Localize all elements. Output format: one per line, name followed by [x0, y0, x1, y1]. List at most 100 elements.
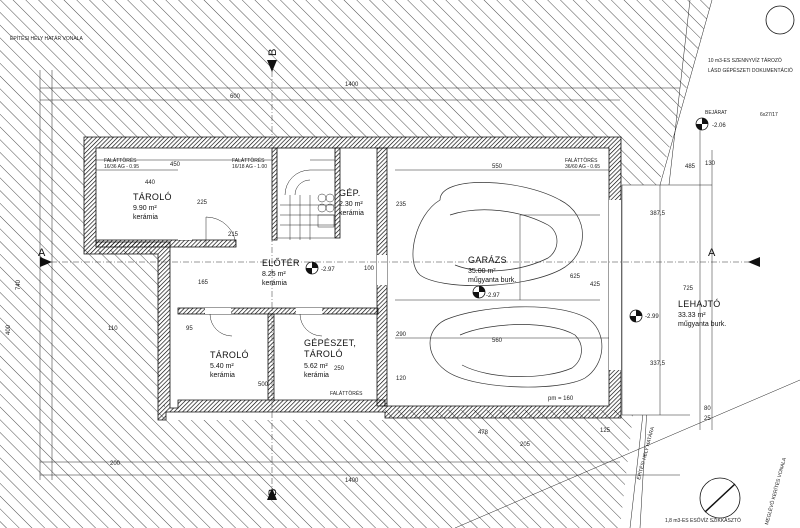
- tank-top-label-2: LÁSD GÉPÉSZETI DOKUMENTÁCIÓ: [708, 67, 793, 74]
- tank-icons: [699, 5, 795, 519]
- svg-text:kerámia: kerámia: [339, 210, 364, 217]
- svg-text:GARÁZS: GARÁZS: [468, 255, 507, 265]
- dim-225: 225: [197, 200, 208, 206]
- svg-text:-2.97: -2.97: [321, 267, 335, 273]
- svg-text:GÉPÉSZET,: GÉPÉSZET,: [304, 338, 356, 348]
- dim-290: 290: [396, 332, 407, 338]
- wall-h-lower: [177, 307, 379, 315]
- svg-text:műgyanta burk.: műgyanta burk.: [468, 277, 516, 284]
- opening-label-3: FALÁTTÖRÉS: [565, 157, 598, 164]
- wall-h-storage: [95, 239, 237, 248]
- dim-1400-top: 1400: [345, 82, 359, 88]
- svg-text:TÁROLÓ: TÁROLÓ: [304, 349, 343, 359]
- dim-215: 215: [228, 232, 239, 238]
- svg-text:LEHAJTÓ: LEHAJTÓ: [678, 299, 721, 309]
- svg-text:TÁROLÓ: TÁROLÓ: [133, 192, 172, 202]
- dim-25: 25: [704, 416, 711, 422]
- pm-label: pm = 160: [548, 396, 574, 402]
- svg-text:GÉP.: GÉP.: [339, 188, 361, 198]
- dim-387: 387,5: [650, 211, 666, 217]
- wall-v-stair: [271, 147, 278, 241]
- svg-text:33.33 m²: 33.33 m²: [678, 312, 706, 319]
- dim-740: 740: [16, 279, 22, 290]
- section-a-right: A: [708, 247, 716, 259]
- svg-text:9.90 m²: 9.90 m²: [133, 205, 157, 212]
- dim-625: 625: [570, 274, 581, 280]
- tank-bottom-label: 1,8 m3-ES ESŐVÍZ SZIKKASZTÓ: [665, 517, 741, 524]
- room-machine: GÉP. 2.30 m² kerámia: [339, 188, 364, 217]
- section-b-bottom: B: [267, 489, 279, 496]
- dim-130: 130: [705, 161, 716, 167]
- ramp-area: [620, 185, 670, 415]
- svg-text:-2.97: -2.97: [486, 293, 500, 299]
- building-footprint: [85, 138, 620, 420]
- parcel-label: 6x27/17: [760, 112, 778, 118]
- dim-485: 485: [685, 164, 696, 170]
- dim-120: 120: [396, 376, 407, 382]
- ramp-lines: [621, 184, 712, 416]
- dim-560: 560: [492, 338, 503, 344]
- room-hall: ELŐTÉR 8.25 m² kerámia -2.97: [262, 258, 335, 287]
- svg-text:kerámia: kerámia: [304, 372, 329, 379]
- dim-478: 478: [478, 430, 489, 436]
- access-road: [640, 0, 800, 528]
- entrance-level: -2.06: [712, 123, 726, 129]
- dim-440: 440: [145, 180, 156, 186]
- svg-text:8.25 m²: 8.25 m²: [262, 271, 286, 278]
- room-storage-2: TÁROLÓ 5.40 m² kerámia: [210, 350, 249, 379]
- dim-250: 250: [334, 366, 345, 372]
- dimension-lines: [39, 70, 713, 480]
- section-a-left: A: [38, 247, 46, 259]
- svg-text:kerámia: kerámia: [210, 372, 235, 379]
- dim-95: 95: [186, 326, 193, 332]
- room-ramp: LEHAJTÓ 33.33 m² műgyanta burk. -2.99: [645, 299, 726, 328]
- dim-205: 205: [520, 442, 531, 448]
- level-markers: [305, 117, 709, 323]
- dim-1400-bottom: 1400: [345, 478, 359, 484]
- dim-125: 125: [600, 428, 611, 434]
- dim-337: 337,5: [650, 361, 666, 367]
- dim-450: 450: [170, 162, 181, 168]
- dim-425: 425: [590, 282, 601, 288]
- dim-235: 235: [396, 202, 407, 208]
- room-storage-1: TÁROLÓ 9.90 m² kerámia: [133, 192, 172, 221]
- opening-label-1b: 16/36 AG - 0.95: [104, 164, 139, 170]
- dim-550: 550: [492, 164, 503, 170]
- section-markers: [40, 60, 760, 500]
- svg-text:műgyanta burk.: műgyanta burk.: [678, 321, 726, 328]
- wall-v-lower: [267, 313, 275, 401]
- section-b-top: B: [267, 49, 279, 56]
- opening-label-2b: 16/18 AG - 1.00: [232, 164, 267, 170]
- dim-200: 200: [110, 461, 121, 467]
- opening-label-4: FALÁTTÖRÉS: [330, 390, 363, 397]
- opening-label-3b: 36/60 AG - 0.65: [565, 164, 600, 170]
- dim-400: 400: [6, 324, 12, 335]
- car-upper: [412, 182, 583, 287]
- dim-600: 600: [230, 94, 241, 100]
- opening-label-2: FALÁTTÖRÉS: [232, 157, 265, 164]
- car-lower: [429, 306, 603, 388]
- dim-165: 165: [198, 280, 209, 286]
- dim-80: 80: [704, 406, 711, 412]
- room-garage: GARÁZS 35.00 m² műgyanta burk. -2.97: [468, 255, 516, 299]
- dim-725: 725: [683, 286, 694, 292]
- svg-text:5.62 m²: 5.62 m²: [304, 363, 328, 370]
- dim-100: 100: [364, 266, 375, 272]
- room-mechanical: GÉPÉSZET, TÁROLÓ 5.62 m² kerámia: [304, 338, 356, 379]
- svg-text:kerámia: kerámia: [262, 280, 287, 287]
- dim-500: 500: [258, 382, 269, 388]
- dim-110: 110: [108, 326, 118, 332]
- boundary-top-label: ÉPÍTÉSI HELY HATÁR VONALA: [10, 35, 83, 42]
- tank-top-label: 10 m3-ES SZENNYVÍZ TÁROZÓ: [708, 57, 782, 64]
- svg-text:35.00 m²: 35.00 m²: [468, 268, 496, 275]
- equipment: [317, 193, 335, 228]
- svg-text:-2.99: -2.99: [645, 314, 659, 320]
- svg-text:TÁROLÓ: TÁROLÓ: [210, 350, 249, 360]
- svg-text:ELŐTÉR: ELŐTÉR: [262, 258, 300, 268]
- svg-text:5.40 m²: 5.40 m²: [210, 363, 234, 370]
- svg-text:kerámia: kerámia: [133, 214, 158, 221]
- opening-label-1: FALÁTTÖRÉS: [104, 157, 137, 164]
- entrance-label: BEJÁRAT: [705, 109, 727, 116]
- svg-text:2.30 m²: 2.30 m²: [339, 201, 363, 208]
